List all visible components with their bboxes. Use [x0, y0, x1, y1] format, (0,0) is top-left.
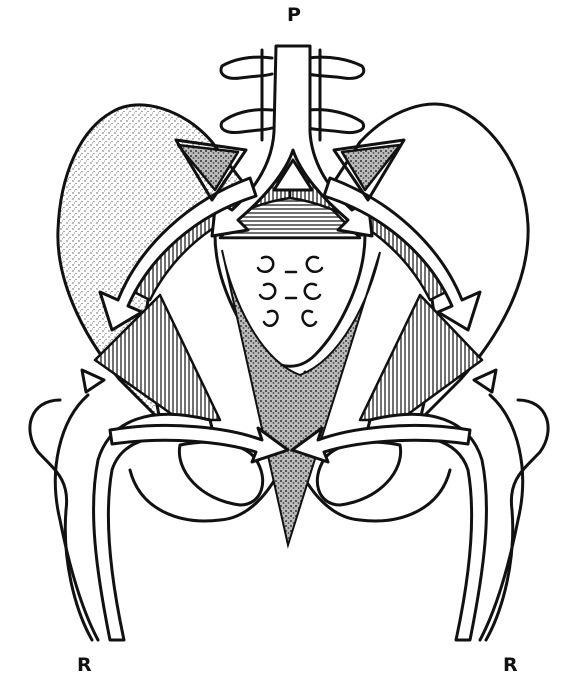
label-p: P: [287, 6, 301, 25]
label-r-right: R: [503, 656, 518, 675]
label-r-left: R: [77, 656, 92, 675]
vertebra-process-left-1: [221, 57, 272, 78]
vertebra-process-right-1: [308, 57, 364, 78]
arrowhead-right-hip: [474, 370, 496, 392]
arrowhead-left-hip: [82, 370, 104, 392]
vertebra-process-left-2: [221, 110, 272, 133]
vertebra-process-right-2: [308, 110, 364, 133]
